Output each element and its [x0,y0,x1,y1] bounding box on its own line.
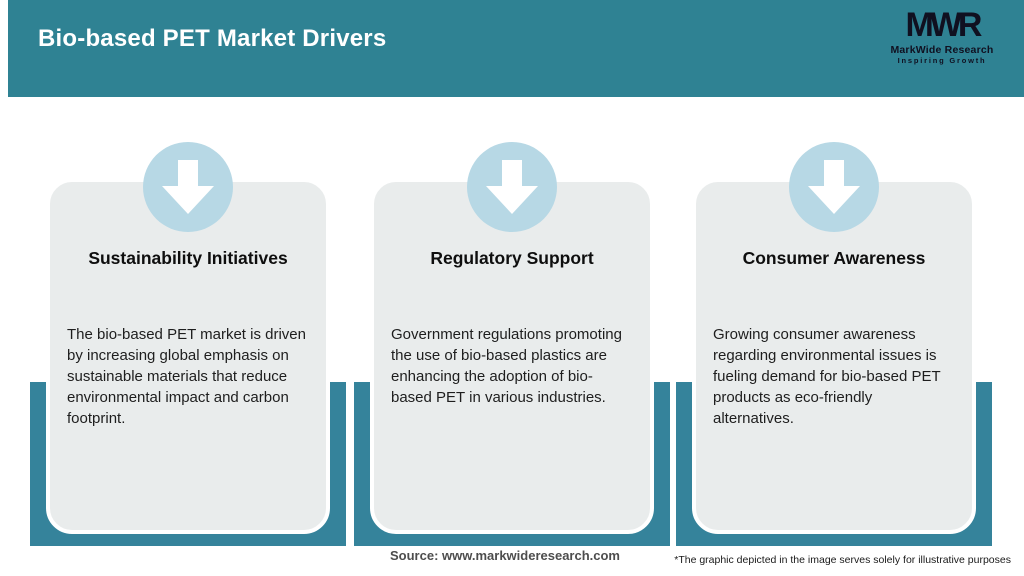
card-title: Regulatory Support [430,248,594,268]
card-body: Consumer Awareness Growing consumer awar… [692,178,976,534]
driver-card-regulatory: Regulatory Support Government regulation… [354,140,670,548]
markwide-research-logo: MWR MarkWide Research Inspiring Growth [882,6,1002,66]
down-arrow-icon [486,160,538,214]
driver-card-consumer: Consumer Awareness Growing consumer awar… [676,140,992,548]
card-description: Government regulations promoting the use… [391,326,622,406]
icon-circle [789,142,879,232]
card-body: Regulatory Support Government regulation… [370,178,654,534]
card-description: Growing consumer awareness regarding env… [713,326,941,427]
icon-circle [467,142,557,232]
logo-name: MarkWide Research [890,43,994,56]
source-text: Source: www.markwideresearch.com [389,548,621,563]
down-arrow-icon [808,160,860,214]
card-title: Consumer Awareness [742,248,926,268]
card-body: Sustainability Initiatives The bio-based… [46,178,330,534]
header-bar: Bio-based PET Market Drivers MWR MarkWid… [8,0,1024,97]
card-description: The bio-based PET market is driven by in… [67,326,306,427]
down-arrow-icon [162,160,214,214]
page-title: Bio-based PET Market Drivers [38,25,387,52]
logo-tagline: Inspiring Growth [897,56,987,66]
driver-card-sustainability: Sustainability Initiatives The bio-based… [30,140,346,548]
disclaimer-text: *The graphic depicted in the image serve… [674,554,1011,566]
logo-monogram: MWR [905,6,983,44]
card-title: Sustainability Initiatives [88,248,288,268]
icon-circle [143,142,233,232]
